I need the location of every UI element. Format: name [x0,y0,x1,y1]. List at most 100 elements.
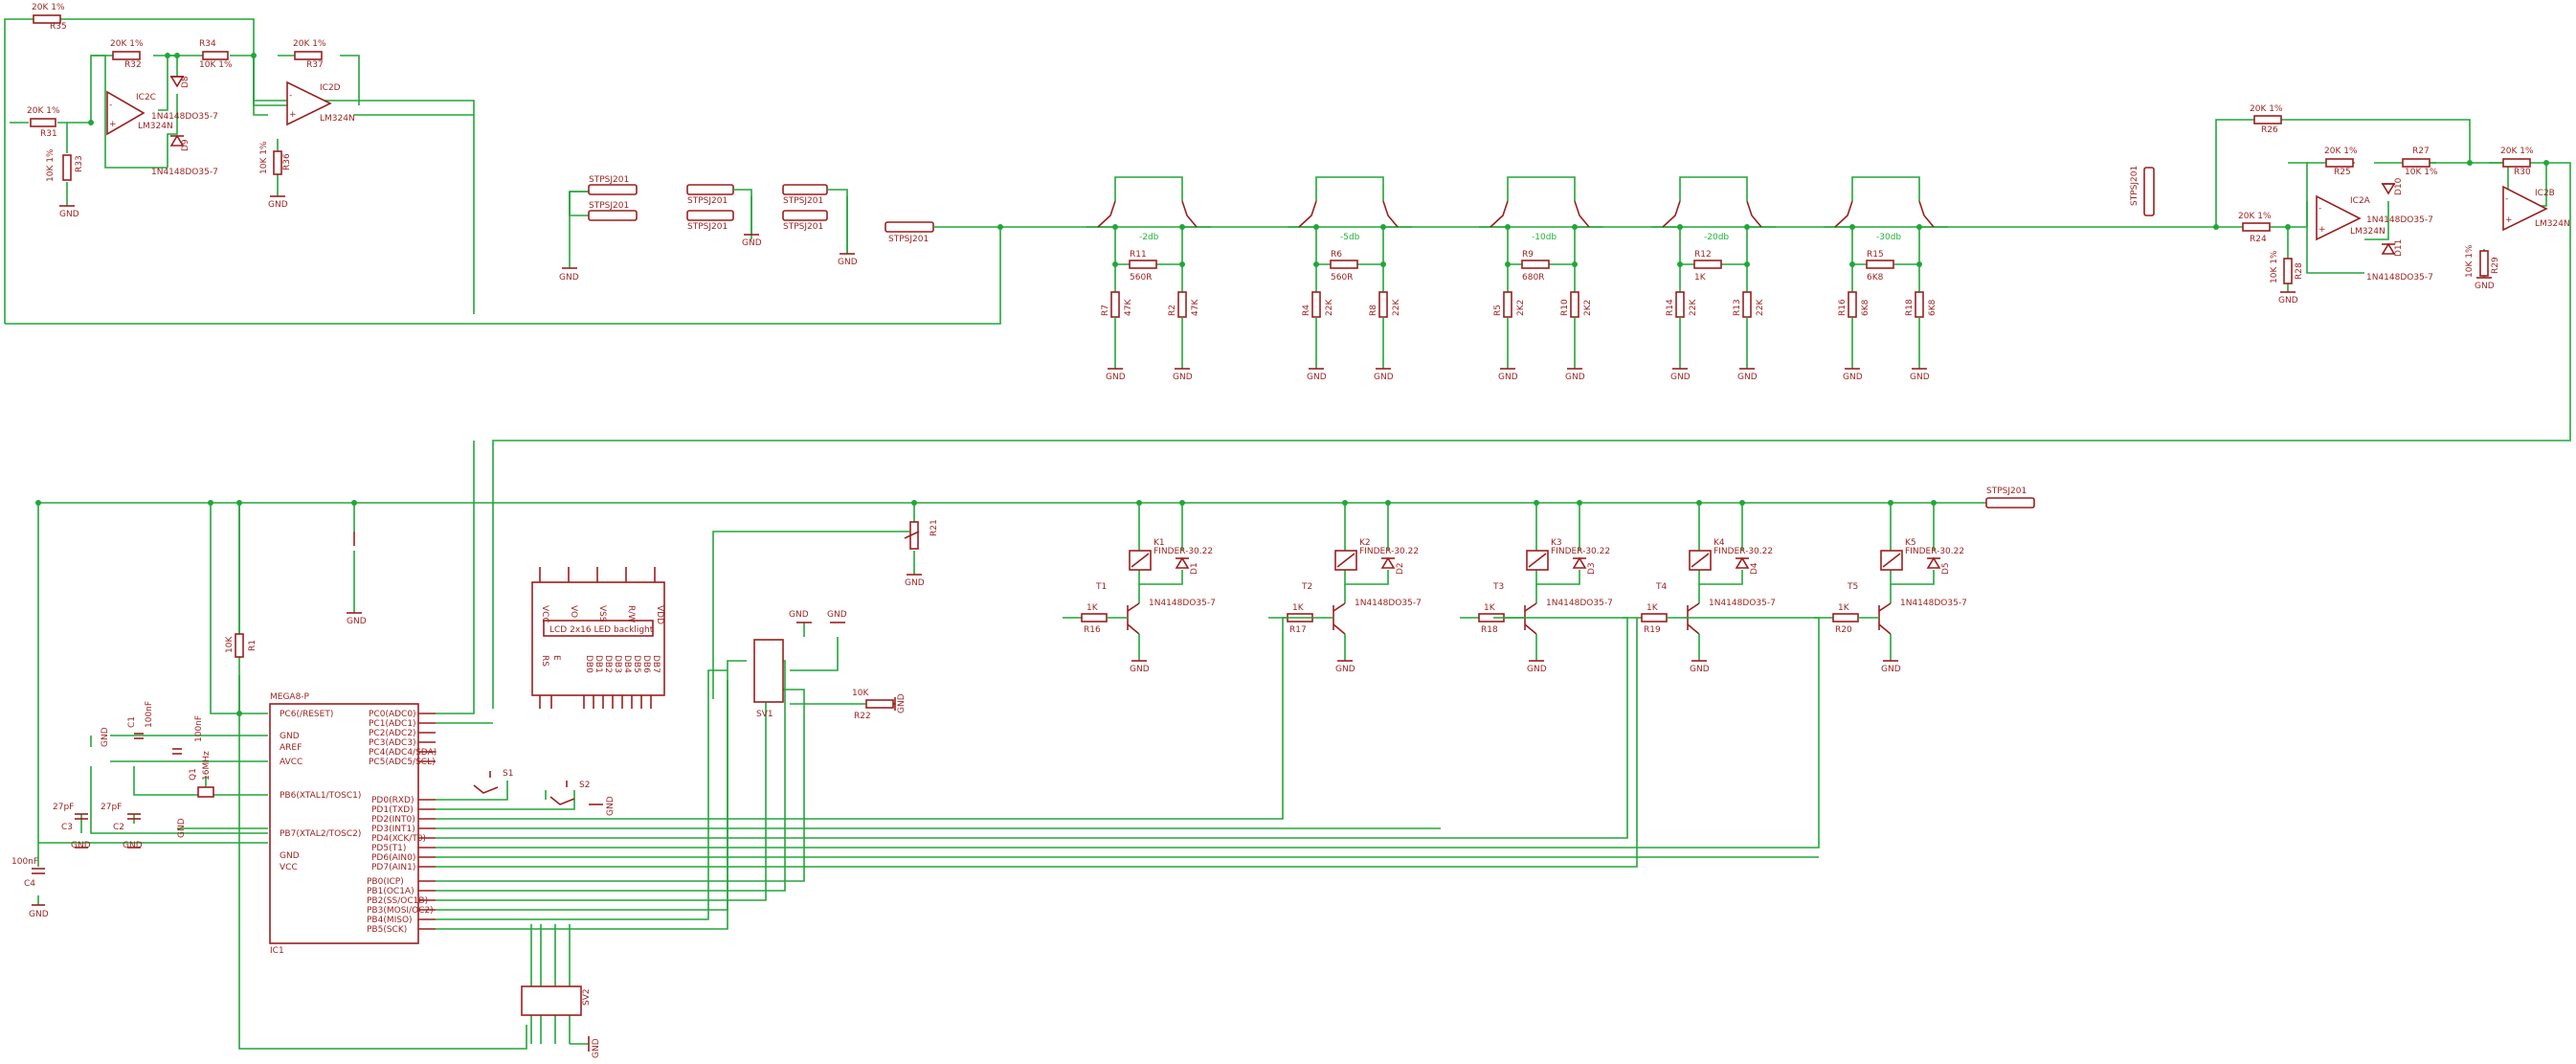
c2-label: C2 [113,823,124,832]
base-value: 1K [1838,603,1850,613]
ic2a-label: IC2A [2350,196,2371,206]
switch-s2 [549,796,575,805]
resistor-shunt [1378,291,1388,318]
shunt-label: R16 [1838,299,1848,316]
input-amplifier: 20K 1% R35 20K 1% R32 R34 10K 1% 20K 1% … [4,3,1001,325]
r24-label: R24 [2250,235,2267,244]
lcd-pin-label: DB1 [594,655,603,673]
gnd-label: GND [1106,373,1126,382]
mcu-ic1 [269,703,419,944]
series-label: R11 [1130,250,1147,260]
transistor-label: T2 [1301,582,1312,592]
mcu-pin-label: AREF [280,743,302,753]
mcu-pin-label: PB1(OC1A) [367,887,414,896]
shunt-label: R18 [1905,299,1915,316]
c2-value: 27pF [101,803,122,812]
opamp-ic2d [286,80,332,126]
flyback-diode [1380,556,1396,569]
r27-label: R27 [2412,147,2430,156]
jack-part: STPSJ201 [589,201,629,211]
gnd-label: GND [1910,373,1930,382]
shunt-value: 2K2 [1583,300,1593,316]
jack-2b [686,210,734,221]
diode-d9 [169,134,185,147]
mcu-pin-label: PC6(/RESET) [280,710,333,719]
diode-d11 [2381,242,2396,255]
mcu-pin-label: PC3(ADC3) [369,738,416,748]
shunt-value: 22K [1689,299,1698,316]
jack-1b [588,210,638,221]
gnd-label: GND [101,727,110,747]
switch-s1 [473,784,499,794]
shunt-value: 22K [1325,299,1334,316]
mcu-pin-label: AVCC [280,758,302,767]
base-label: R16 [1084,625,1101,635]
resistor-shunt [1110,291,1120,318]
relay-contact [1662,200,1681,228]
mcu-pin-label: PC0(ADC0) [369,710,416,719]
resistor-shunt [1311,291,1321,318]
output-jack [2143,167,2155,216]
base-label: R18 [1481,625,1498,635]
flyback-diode [1926,556,1941,569]
relay-contact [1298,200,1317,228]
r26-label: R26 [2261,125,2278,135]
svg-text:+: + [2318,225,2326,235]
diode-part: 1N4148DO35-7 [1900,599,1967,608]
gnd-label: GND [592,1038,601,1058]
crystal-q1 [197,786,214,798]
resistor-shunt [1742,291,1752,318]
shunt-label: R10 [1560,299,1570,316]
header-sv1 [753,639,784,703]
d10-label: D10 [2394,177,2404,195]
flyback-diode [1735,556,1750,569]
resistor-shunt [1177,291,1187,318]
mcu-pin-label: PD4(XCK/T0) [371,834,426,844]
series-value: 6K8 [1867,273,1884,283]
mcu-ref: IC1 [270,946,284,956]
resistor-r1 [235,633,244,658]
resistor-base [1832,613,1859,623]
ic2b-part: LM324N [2535,219,2570,229]
base-label: R19 [1644,625,1661,635]
r29-label: R29 [2491,257,2500,274]
gnd-label: GND [838,258,858,267]
mcu-name: MEGA8-P [270,692,310,702]
mcu-pin-label: PB0(ICP) [367,877,404,887]
resistor-r25 [2325,158,2354,168]
series-value: 560R [1331,273,1353,283]
mcu-pin-label: PC4(ADC4/SDA) [369,748,437,758]
svg-text:-: - [2318,204,2321,214]
resistor-r33 [62,154,72,181]
d8-part: 1N4148DO35-7 [151,112,218,122]
sv1-label: SV1 [756,710,773,719]
shunt-value: 47K [1124,299,1133,316]
r31-label: R31 [40,129,57,139]
mcu-left-pins: PC6(/RESET)GNDAREFAVCCPB6(XTAL1/TOSC1)PB… [280,710,361,872]
jack-part: STPSJ201 [783,222,823,232]
resistor-base [1641,613,1668,623]
attenuation-label: -20db [1704,233,1729,242]
jack-part: STPSJ201 [783,196,823,206]
mcu-pin-label: VCC [280,863,298,872]
gnd-label: GND [1737,373,1758,382]
c4-label: C4 [24,879,35,889]
gnd-label: GND [1565,373,1585,382]
ic2c-part: LM324N [138,122,173,131]
power-jack [1985,497,2035,509]
jack-1a [588,184,638,195]
relay-drivers: K1FINDER-30.22D11N4148DO35-7GNDT11KR16K2… [1063,500,1967,674]
transistor-label: T3 [1492,582,1504,592]
relay-contact [1382,200,1399,228]
gnd-label: GND [29,910,49,919]
r35-value: 20K 1% [32,3,65,12]
lcd-pin-label: DB0 [584,655,594,673]
gnd-label: GND [559,273,579,283]
r29-value: 10K 1% [2465,244,2475,278]
r36-label: R36 [282,153,292,170]
